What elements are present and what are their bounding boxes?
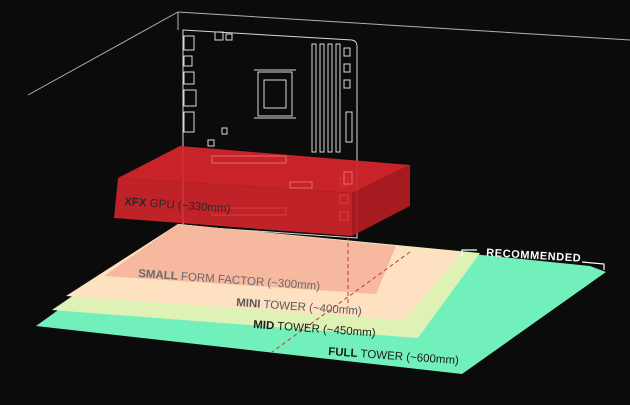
ram-slot-4 — [335, 43, 341, 153]
header-1 — [214, 31, 224, 41]
header-4 — [343, 63, 351, 73]
full-tower-bold: FULL — [328, 346, 358, 360]
io-port-3 — [183, 71, 195, 85]
case-top-edge — [177, 11, 630, 41]
header-2 — [225, 33, 233, 41]
header-5 — [343, 79, 351, 89]
guide-lines — [271, 236, 411, 353]
ram-slot-2 — [319, 43, 325, 153]
mid-tower-bold: MID — [253, 319, 275, 332]
floor-zones — [36, 224, 606, 374]
io-port-1 — [183, 35, 195, 51]
case-outline — [27, 11, 630, 96]
cpu-socket-inner — [263, 79, 287, 109]
gpu-label: XFX GPU (~330mm) — [124, 196, 231, 215]
gpu-side-detail — [343, 171, 353, 185]
header-6 — [345, 111, 353, 143]
gpu-block — [114, 146, 410, 236]
gpu-front-face — [114, 178, 352, 236]
recommended-bracket: RECOMMENDED — [461, 247, 605, 270]
header-3 — [343, 47, 351, 57]
bracket-right — [581, 261, 605, 270]
io-port-5 — [183, 111, 195, 133]
pcie-slot-1 — [211, 155, 287, 164]
gpu-diagonal-line — [271, 251, 411, 353]
ram-slot-3 — [327, 43, 333, 153]
ram-slot-1 — [311, 43, 317, 153]
gpu-brand: XFX — [124, 196, 147, 210]
zone-small-form-factor — [104, 224, 396, 294]
gpu-size: GPU (~330mm) — [146, 198, 231, 216]
bracket-left — [461, 249, 477, 256]
chip-2 — [207, 139, 215, 147]
gpu-slot-detail — [289, 181, 313, 189]
chip-1 — [221, 127, 228, 135]
gpu-side-face — [352, 165, 410, 236]
mini-tower-bold: MINI — [236, 297, 261, 311]
io-port-2 — [183, 55, 193, 67]
case-left-edge — [27, 11, 179, 96]
io-port-4 — [183, 89, 197, 107]
recommended-label: RECOMMENDED — [486, 247, 582, 265]
gpu-top-face — [118, 146, 410, 193]
cpu-socket — [257, 71, 293, 117]
small-form-factor-bold: SMALL — [138, 268, 178, 283]
